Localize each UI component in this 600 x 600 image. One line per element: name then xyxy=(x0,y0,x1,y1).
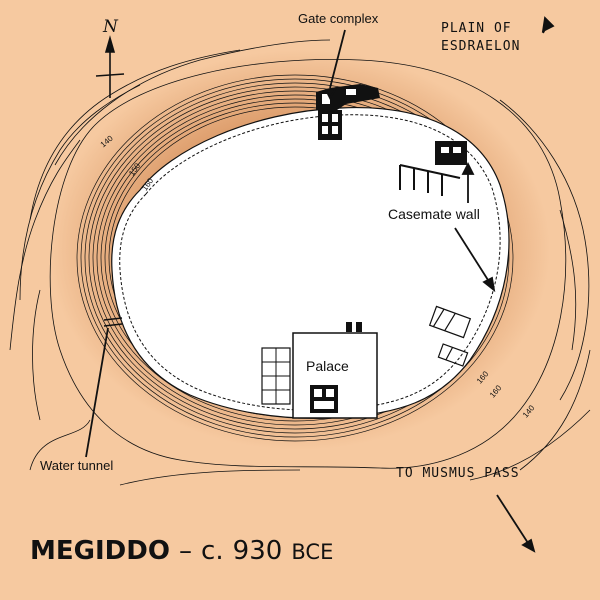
title-era: BCE xyxy=(291,540,334,564)
gate-complex-label: Gate complex xyxy=(298,11,379,26)
palace-label: Palace xyxy=(306,358,349,374)
casemate-wall-line xyxy=(119,114,501,411)
water-tunnel-marker xyxy=(103,317,123,327)
title-site-name: MEGIDDO xyxy=(30,536,170,566)
title-date-prefix: c. xyxy=(201,536,224,566)
title-dash: – xyxy=(178,536,192,566)
leader-lines xyxy=(85,16,555,553)
plain-of-esdraelon-label-line2: ESDRAELON xyxy=(441,39,521,54)
casemate-wall-label: Casemate wall xyxy=(388,206,480,222)
map-title: MEGIDDO – c. 930 BCE xyxy=(30,536,333,566)
water-tunnel-label: Water tunnel xyxy=(40,458,114,473)
outer-contours xyxy=(9,39,591,486)
north-arrow-icon xyxy=(95,35,125,98)
palace-structure xyxy=(261,322,378,419)
to-musmus-pass-label: TO MUSMUS PASS xyxy=(396,466,520,481)
north-label: N xyxy=(103,17,118,37)
southeast-stables xyxy=(428,305,472,367)
title-year: 930 xyxy=(232,536,283,566)
northeast-buildings xyxy=(399,141,467,196)
plain-of-esdraelon-label-line1: PLAIN OF xyxy=(441,21,512,36)
